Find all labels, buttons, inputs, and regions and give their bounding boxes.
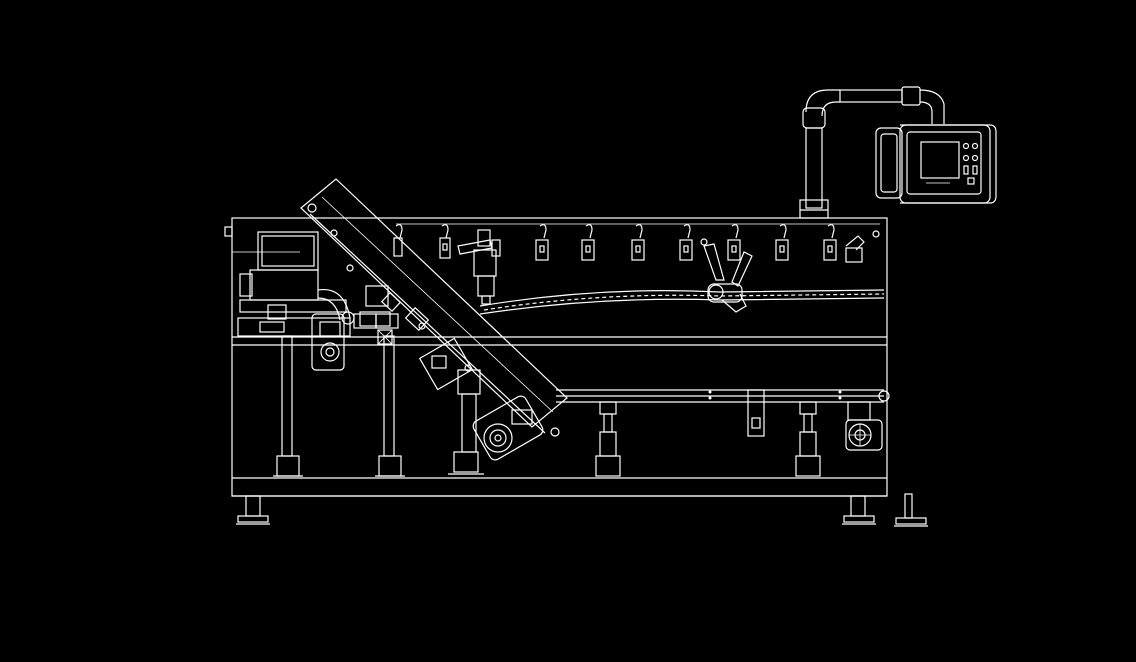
incline-drive-motor — [418, 337, 544, 475]
hmi-control-panel — [875, 124, 997, 204]
leveling-foot-left — [236, 495, 270, 525]
support-column-2 — [375, 335, 405, 477]
gripper-arm — [700, 238, 753, 313]
leveling-foot-right — [842, 495, 876, 525]
lower-conveyor — [556, 389, 890, 437]
pickup-head — [457, 229, 501, 305]
conveyor-drive-motor — [845, 419, 883, 451]
leveling-foot-extra — [894, 493, 928, 527]
conveyor-leg-2 — [795, 401, 821, 477]
feeder-housing — [237, 231, 393, 371]
conveyor-leg-1 — [595, 401, 621, 477]
support-column-1 — [273, 335, 303, 477]
hmi-support-arm — [799, 86, 945, 219]
transfer-chain — [353, 289, 885, 329]
overhead-hanger-rail — [393, 223, 880, 263]
machine-frame — [224, 217, 888, 497]
inclined-conveyor — [300, 178, 568, 437]
